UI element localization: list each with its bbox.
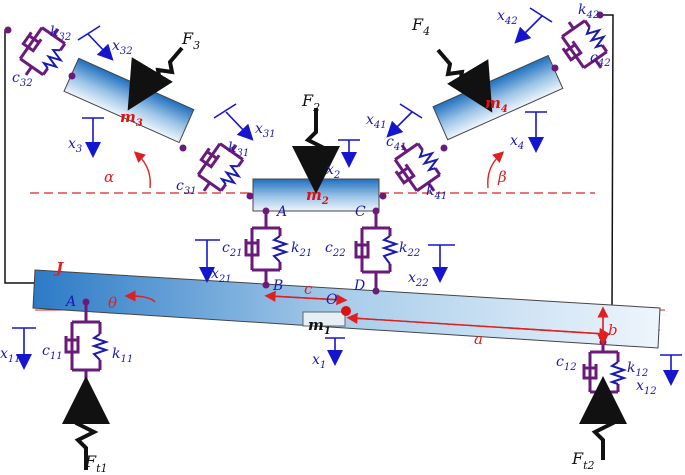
beta-arc: [487, 151, 505, 189]
x42-arrow: [529, 7, 553, 23]
force-ft1-zigzag: [62, 376, 110, 470]
label-c32: c32: [12, 70, 33, 89]
label-m3: m3: [120, 108, 143, 129]
label-point-j: J: [53, 259, 64, 277]
label-alpha: α: [104, 168, 114, 186]
alpha-arc: [133, 151, 151, 189]
label-k41: k41: [426, 183, 447, 202]
label-x3: x3: [68, 136, 82, 155]
label-f3: F3: [181, 29, 200, 52]
label-x41: x41: [366, 112, 387, 131]
label-c31: c31: [176, 178, 197, 197]
suspension-unit-31: [196, 142, 245, 193]
force-f4-zigzag: [436, 48, 493, 113]
suspension-unit-42: [560, 19, 609, 70]
label-c: c: [304, 280, 313, 298]
label-k22: k22: [399, 240, 420, 259]
force-ft2-zigzag: [579, 376, 627, 460]
label-c12: c12: [556, 354, 577, 373]
label-x22: x22: [408, 270, 429, 289]
label-m4: m4: [485, 94, 508, 115]
label-k31: k31: [228, 140, 249, 159]
joint-dots: [4, 11, 607, 346]
suspension-unit-11: [64, 302, 110, 392]
label-k12: k12: [627, 360, 648, 379]
beam-m1-stub: [302, 311, 346, 327]
label-m1: m1: [308, 316, 331, 337]
x31-arrow: [213, 103, 237, 119]
label-k11: k11: [112, 346, 133, 365]
label-f2: F2: [301, 91, 320, 114]
mass-m3: [63, 57, 195, 144]
label-c11: c11: [42, 343, 63, 362]
label-k42: k42: [578, 2, 599, 21]
center-point-o: [341, 306, 351, 316]
label-x32: x32: [112, 38, 133, 57]
label-c42: c42: [590, 50, 611, 69]
label-ft1: Ft1: [84, 452, 108, 475]
label-c21: c21: [222, 240, 243, 259]
label-a: a: [474, 330, 483, 348]
label-theta: θ: [108, 294, 117, 312]
label-x31: x31: [255, 121, 276, 140]
force-f2-zigzag: [292, 108, 340, 194]
suspension-unit-21: [244, 211, 290, 285]
label-point-a-upper: A: [275, 204, 287, 220]
label-x12: x12: [636, 378, 657, 397]
label-ft2: Ft2: [571, 449, 595, 472]
label-m2: m2: [306, 186, 329, 207]
label-beta: β: [497, 168, 507, 186]
label-x11: x11: [0, 346, 21, 365]
label-point-d: D: [353, 278, 365, 294]
suspension-unit-12: [582, 342, 628, 404]
label-x21: x21: [211, 266, 232, 285]
label-k32: k32: [50, 24, 71, 43]
label-point-o: O: [326, 292, 338, 308]
force-f3-zigzag: [127, 46, 184, 111]
suspension-unit-32: [18, 26, 67, 77]
label-f4: F4: [411, 15, 430, 38]
label-b: b: [608, 321, 618, 339]
label-x2: x2: [326, 162, 340, 181]
label-point-a-lower: A: [64, 294, 76, 310]
label-c22: c22: [325, 240, 346, 259]
label-c41: c41: [386, 134, 407, 153]
label-x42: x42: [497, 8, 518, 27]
label-x1: x1: [312, 352, 326, 371]
suspension-unit-41: [393, 142, 442, 193]
x32-arrow: [77, 25, 101, 41]
label-k21: k21: [291, 240, 312, 259]
right-frame-line: [600, 14, 614, 313]
theta-arc: [124, 290, 156, 303]
label-x4: x4: [510, 133, 524, 152]
label-point-c: C: [355, 204, 366, 220]
label-point-b: B: [272, 278, 283, 294]
x41-arrow: [399, 103, 423, 119]
